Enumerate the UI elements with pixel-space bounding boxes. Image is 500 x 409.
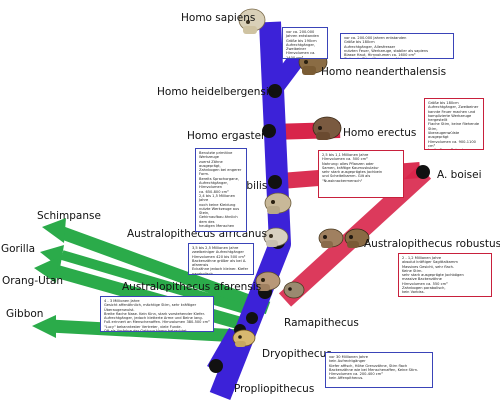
node-heidelbergensis [268,84,282,98]
arrow-gorilla [40,245,64,268]
label-dryopithecus: Dryopithecus [262,348,332,360]
skull-robustus [318,228,344,248]
arrow-orang-utan [34,257,58,283]
label-homo-neanderthalensis: Homo neanderthalensis [321,66,447,78]
arrow-gibbon [32,315,56,338]
node-propliopithecus [209,359,223,373]
label-orang-utan: Orang-Utan [2,275,64,287]
skull-erectus [312,116,342,140]
label-ramapithecus: Ramapithecus [284,317,359,329]
label-australopithecus-africanus: Australopithecus africanus [127,228,267,240]
label-gibbon: Gibbon [6,308,44,320]
label-homo-erectus: Homo erectus [343,127,417,139]
skull-afarensis [255,271,281,291]
label-gorilla: Gorilla [1,243,36,255]
skull-ramapithecus [283,281,305,299]
skull-sapiens [238,8,266,34]
label-homo-sapiens: Homo sapiens [181,12,256,24]
node-boisei [416,165,430,179]
skull-boisei [344,228,370,248]
branch-schimpanse [57,225,271,315]
node-ergaster [262,124,276,138]
label-schimpanse: Schimpanse [37,210,101,222]
skull-dryopithecus [232,329,256,347]
label-australopithecus-robustus: Australopithecus robustus [364,238,500,250]
arrow-schimpanse [42,218,66,243]
node-habilis [268,175,282,189]
skull-habilis [264,192,292,214]
branch-gorilla [60,250,264,319]
node-ramapithecus [246,312,258,324]
label-a-boisei: A. boisei [437,169,482,181]
label-homo-ergaster: Homo ergaster [187,130,266,142]
skull-africanus [263,227,289,247]
label-australopithecus-afarensis: Australopithecus afarensis [122,281,262,293]
label-propliopithecus: Propliopithecus [234,383,315,395]
label-homo-heidelbergensis: Homo heidelbergensis [157,86,275,98]
skull-illustrations [232,8,370,347]
